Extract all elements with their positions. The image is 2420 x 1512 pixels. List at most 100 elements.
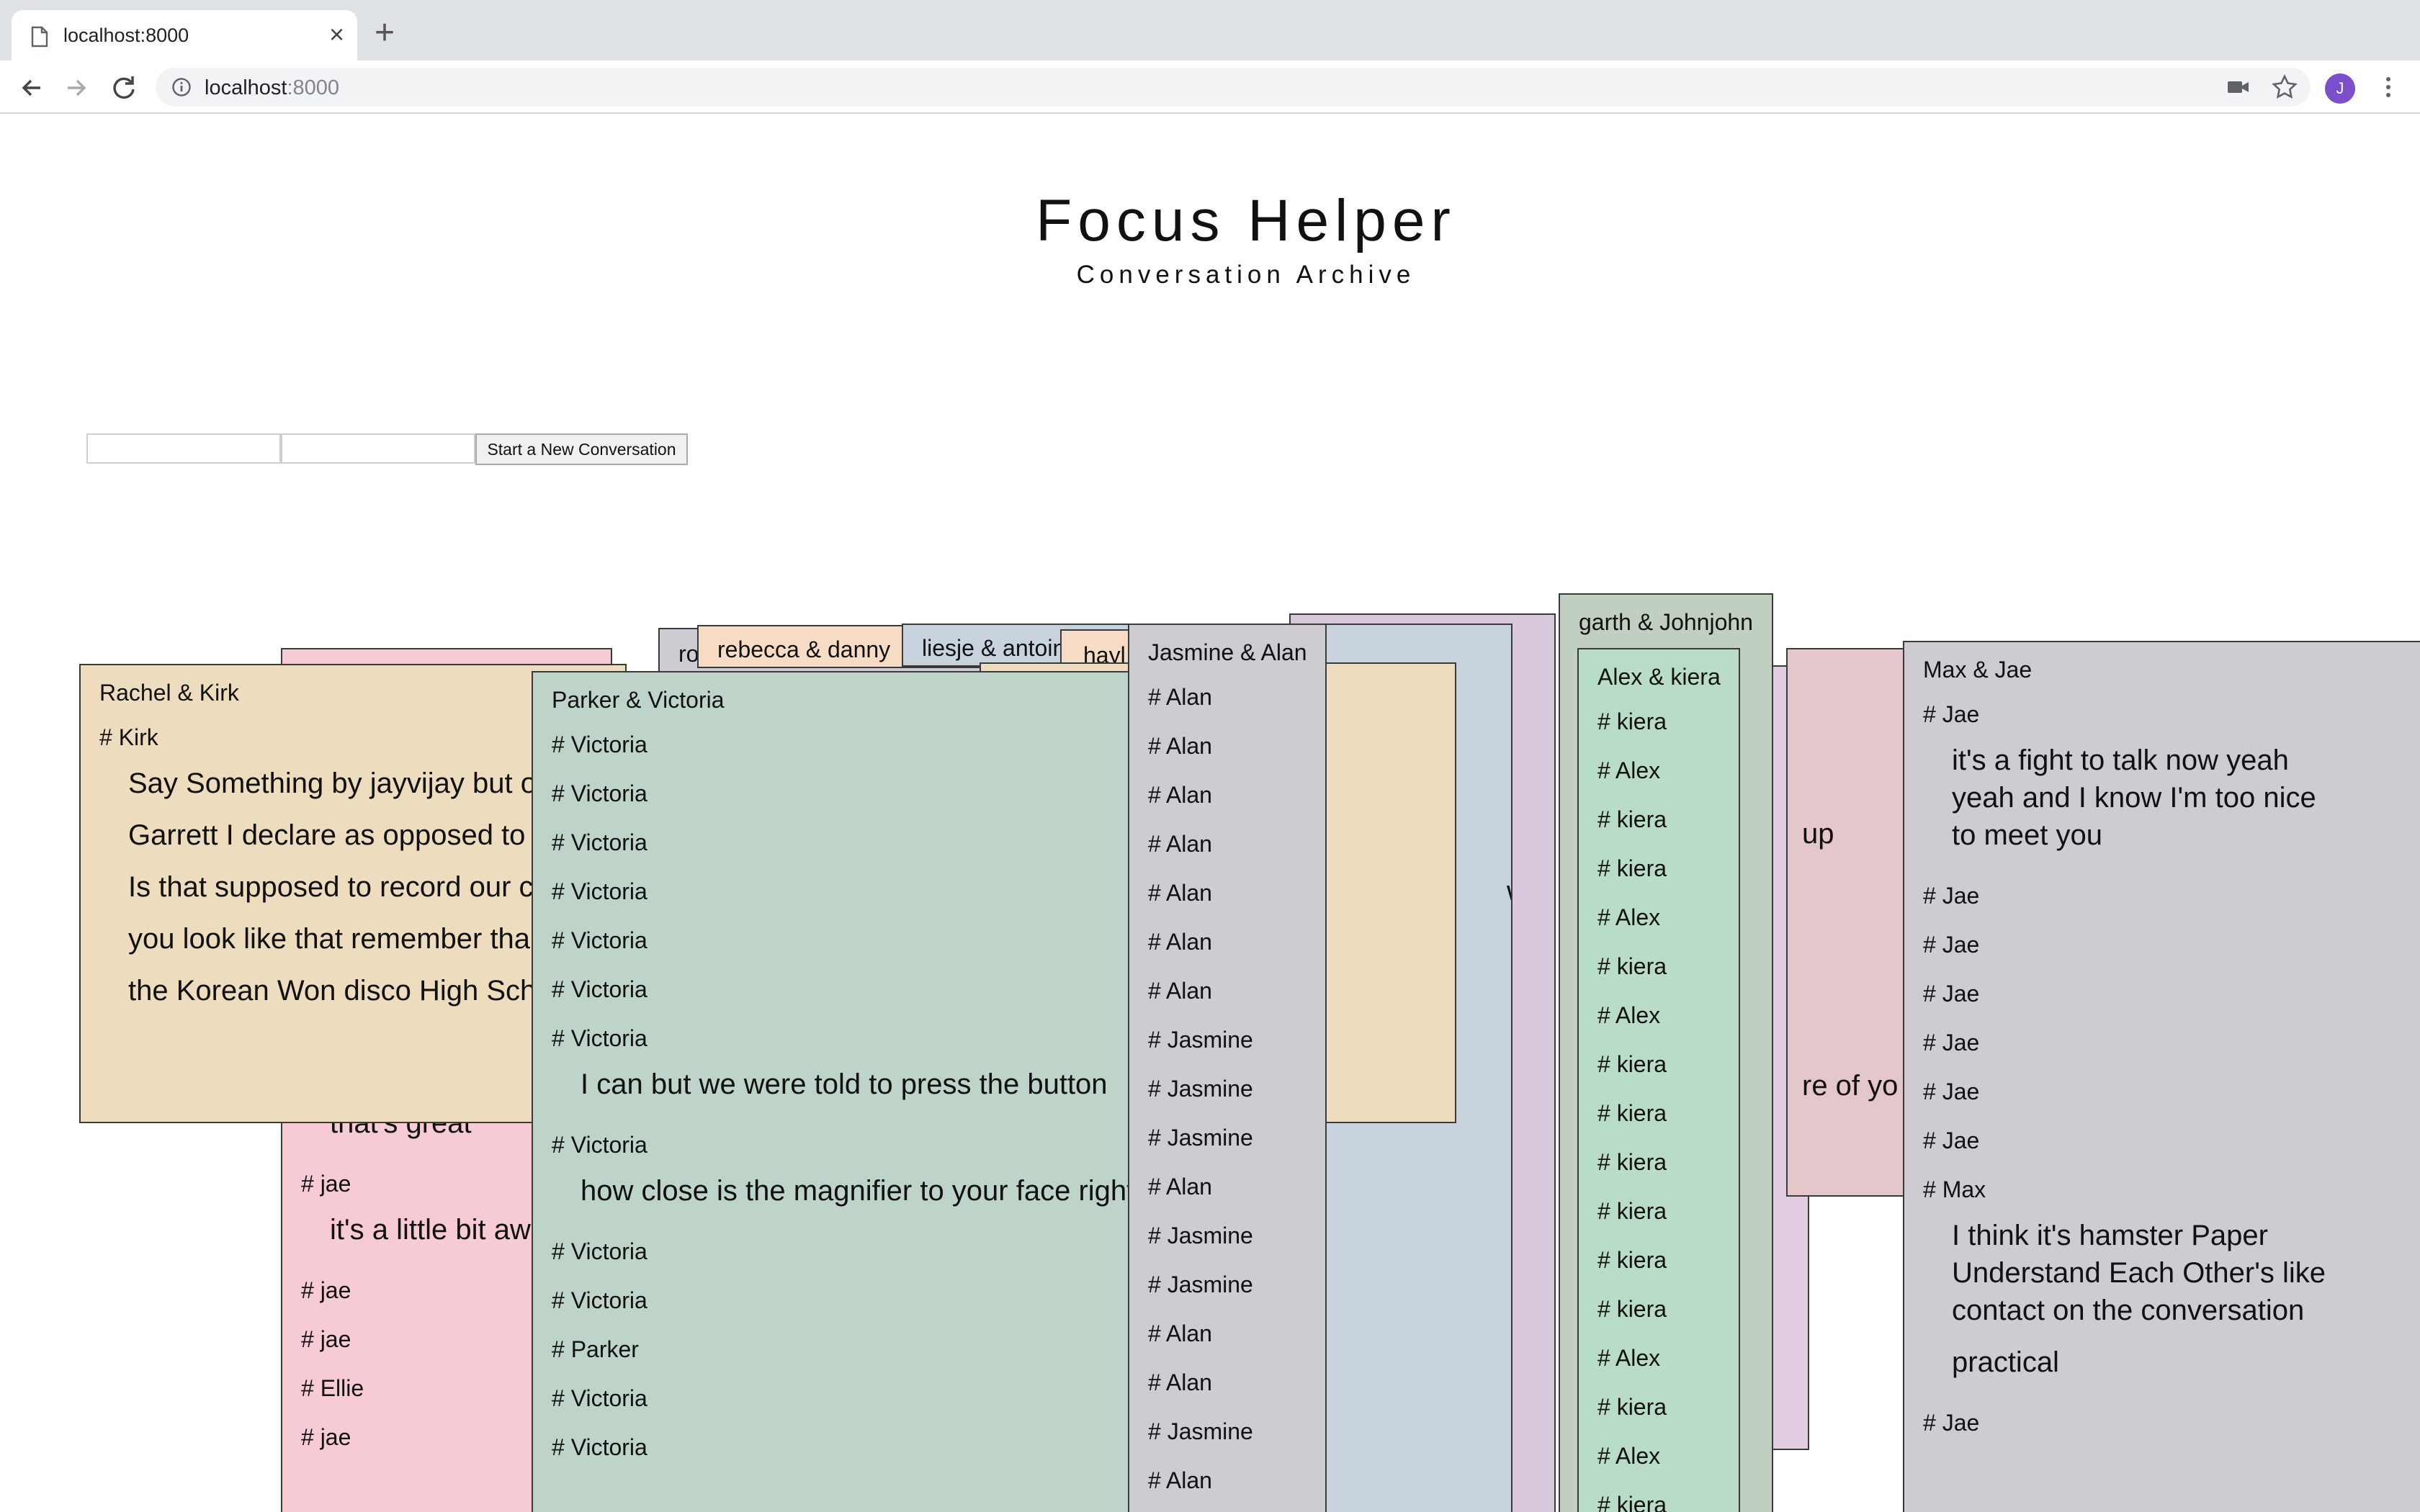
speaker-tag: # Victoria <box>552 732 647 757</box>
profile-avatar[interactable]: J <box>2325 73 2355 104</box>
card-message-list: # kiera # Alex # kiera # kiera # Alex # kiera… <box>1597 697 1739 1512</box>
utterance-text: it's a little bit aw <box>330 1214 531 1246</box>
speaker-tag: # Jae <box>1923 1079 1980 1104</box>
conversation-card-alex-kiera[interactable]: Alex & kiera # kiera# Alex# kiera# kiera… <box>1577 648 1740 1512</box>
speaker-tag: # Alan <box>1148 978 1212 1004</box>
utterance-text: I can but we were told to press the butt… <box>581 1068 1108 1100</box>
speaker-tag: # kiera <box>1597 953 1667 979</box>
speaker-tag: # Victoria <box>552 829 647 855</box>
speaker-tag: # Alex <box>1597 757 1661 783</box>
camera-icon[interactable] <box>2224 73 2253 102</box>
speaker-tag: # Jasmine <box>1148 1027 1253 1053</box>
speaker-tag: # jae <box>301 1277 351 1303</box>
more-menu-icon[interactable] <box>2374 73 2403 102</box>
utterance-text: Is that supposed to record our c <box>128 871 534 903</box>
speaker-tag: # Ellie <box>301 1375 364 1401</box>
speaker-tag: # Alan <box>1148 831 1212 857</box>
utterance-text: you look like that remember tha <box>128 923 531 955</box>
card-text-fragment: up <box>1802 818 1834 850</box>
speaker-tag: # kiera <box>1597 1492 1667 1512</box>
card-message-list: # Alan # Alan # Alan # Alan # Alan # Alan # Al… <box>1148 672 1325 1505</box>
speaker-tag: # Jasmine <box>1148 1125 1253 1151</box>
speaker-tag: # Victoria <box>552 1132 647 1158</box>
speaker-tag: # kiera <box>1597 806 1667 832</box>
page-title: Focus Helper <box>1036 188 1456 253</box>
browser-toolbar: localhost:8000 J <box>0 60 2420 114</box>
speaker-tag: # kiera <box>1597 1394 1667 1420</box>
url-port: :8000 <box>287 76 340 99</box>
speaker-tag: # kiera <box>1597 1198 1667 1224</box>
card-title: Rachel & Kirk <box>99 680 239 706</box>
reload-icon[interactable] <box>108 72 140 104</box>
speaker-tag: # Alan <box>1148 1174 1212 1200</box>
speaker-tag: # Victoria <box>552 1434 647 1460</box>
address-bar[interactable]: localhost:8000 <box>156 68 2311 107</box>
speaker-tag: # Victoria <box>552 1025 647 1051</box>
conversation-card-parker-victoria[interactable]: Parker & Victoria # Victoria# Victoria# … <box>532 671 1139 1512</box>
browser-tab[interactable]: localhost:8000 × <box>12 10 357 60</box>
conversation-card-jasmine-alan[interactable]: Jasmine & Alan # Alan# Alan# Alan# Alan#… <box>1128 624 1327 1512</box>
speaker-tag: # Victoria <box>552 878 647 904</box>
card-title: rebecca & danny <box>717 636 891 662</box>
participant-two-input[interactable] <box>281 433 475 464</box>
speaker-tag: # Jae <box>1923 1030 1980 1056</box>
speaker-tag: # Alan <box>1148 733 1212 759</box>
speaker-tag: # Victoria <box>552 976 647 1002</box>
speaker-tag: # kiera <box>1597 1051 1667 1077</box>
speaker-tag: # Jasmine <box>1148 1223 1253 1248</box>
card-message-list: # Victoria # Victoria # Victoria # Victoria… <box>552 720 1138 1472</box>
close-icon[interactable]: × <box>328 19 344 49</box>
speaker-tag: # Alan <box>1148 1369 1212 1395</box>
speaker-tag: # kiera <box>1597 1247 1667 1273</box>
speaker-tag: # Victoria <box>552 1385 647 1411</box>
utterance-text: how close is the magnifier to your face … <box>581 1175 1135 1207</box>
speaker-tag: # kiera <box>1597 1296 1667 1322</box>
utterance-text: Say Something by jayvijay but o <box>128 768 537 799</box>
speaker-tag: # Jae <box>1923 932 1980 958</box>
speaker-tag: # jae <box>301 1424 351 1450</box>
page-subtitle: Conversation Archive <box>1076 261 1416 289</box>
card-title: ro <box>678 641 699 667</box>
speaker-tag: # Victoria <box>552 1287 647 1313</box>
participant-one-input[interactable] <box>86 433 281 464</box>
forward-arrow-icon[interactable] <box>60 72 92 104</box>
speaker-tag: # Alan <box>1148 929 1212 955</box>
speaker-tag: # Alex <box>1597 1345 1661 1371</box>
card-text-fragment: we ta <box>1507 876 1511 908</box>
document-icon <box>31 26 48 48</box>
utterance-text: it's a fight to talk now yeah yeah and I… <box>1952 744 2316 851</box>
speaker-tag: # Max <box>1923 1176 1986 1202</box>
speaker-tag: # Alan <box>1148 880 1212 906</box>
url-text[interactable]: localhost:8000 <box>205 76 339 100</box>
star-bookmark-icon[interactable] <box>2270 73 2299 102</box>
speaker-tag: # Victoria <box>552 927 647 953</box>
speaker-tag: # Jae <box>1923 1128 1980 1153</box>
speaker-tag: # Jasmine <box>1148 1076 1253 1102</box>
info-icon[interactable] <box>171 77 192 97</box>
speaker-tag: # Kirk <box>99 724 158 750</box>
speaker-tag: # Parker <box>552 1336 639 1362</box>
card-title: garth & Johnjohn <box>1579 609 1753 635</box>
card-title: Max & Jae <box>1923 657 2033 683</box>
utterance-text: I think it's hamster Paper Understand Ea… <box>1952 1220 2326 1326</box>
speaker-tag: # kiera <box>1597 1100 1667 1126</box>
utterance-text: the Korean Won disco High Sch <box>128 975 537 1007</box>
utterance-text: practical <box>1952 1346 2059 1378</box>
speaker-tag: # Jae <box>1923 981 1980 1007</box>
speaker-tag: # Alex <box>1597 1443 1661 1469</box>
conversation-card[interactable]: up re of yo <box>1786 648 1909 1197</box>
url-host: localhost <box>205 76 287 99</box>
start-conversation-button[interactable]: Start a New Conversation <box>475 433 688 465</box>
new-tab-icon[interactable]: + <box>375 14 395 52</box>
speaker-tag: # kiera <box>1597 855 1667 881</box>
speaker-tag: # Jasmine <box>1148 1272 1253 1297</box>
speaker-tag: # Alan <box>1148 1320 1212 1346</box>
back-arrow-icon[interactable] <box>16 72 48 104</box>
speaker-tag: # kiera <box>1597 1149 1667 1175</box>
conversation-card-garth-johnjohn[interactable]: garth & Johnjohn Alex & kiera # kiera # A… <box>1559 593 1773 1512</box>
conversation-card-max-jae[interactable]: Max & Jae # Jae it's a fight to talk now … <box>1903 641 2420 1512</box>
card-message-list: # Jae it's a fight to talk now yeah yeah … <box>1923 690 2377 1447</box>
card-title: Alex & kiera <box>1597 664 1721 690</box>
speaker-tag: # Jasmine <box>1148 1418 1253 1444</box>
